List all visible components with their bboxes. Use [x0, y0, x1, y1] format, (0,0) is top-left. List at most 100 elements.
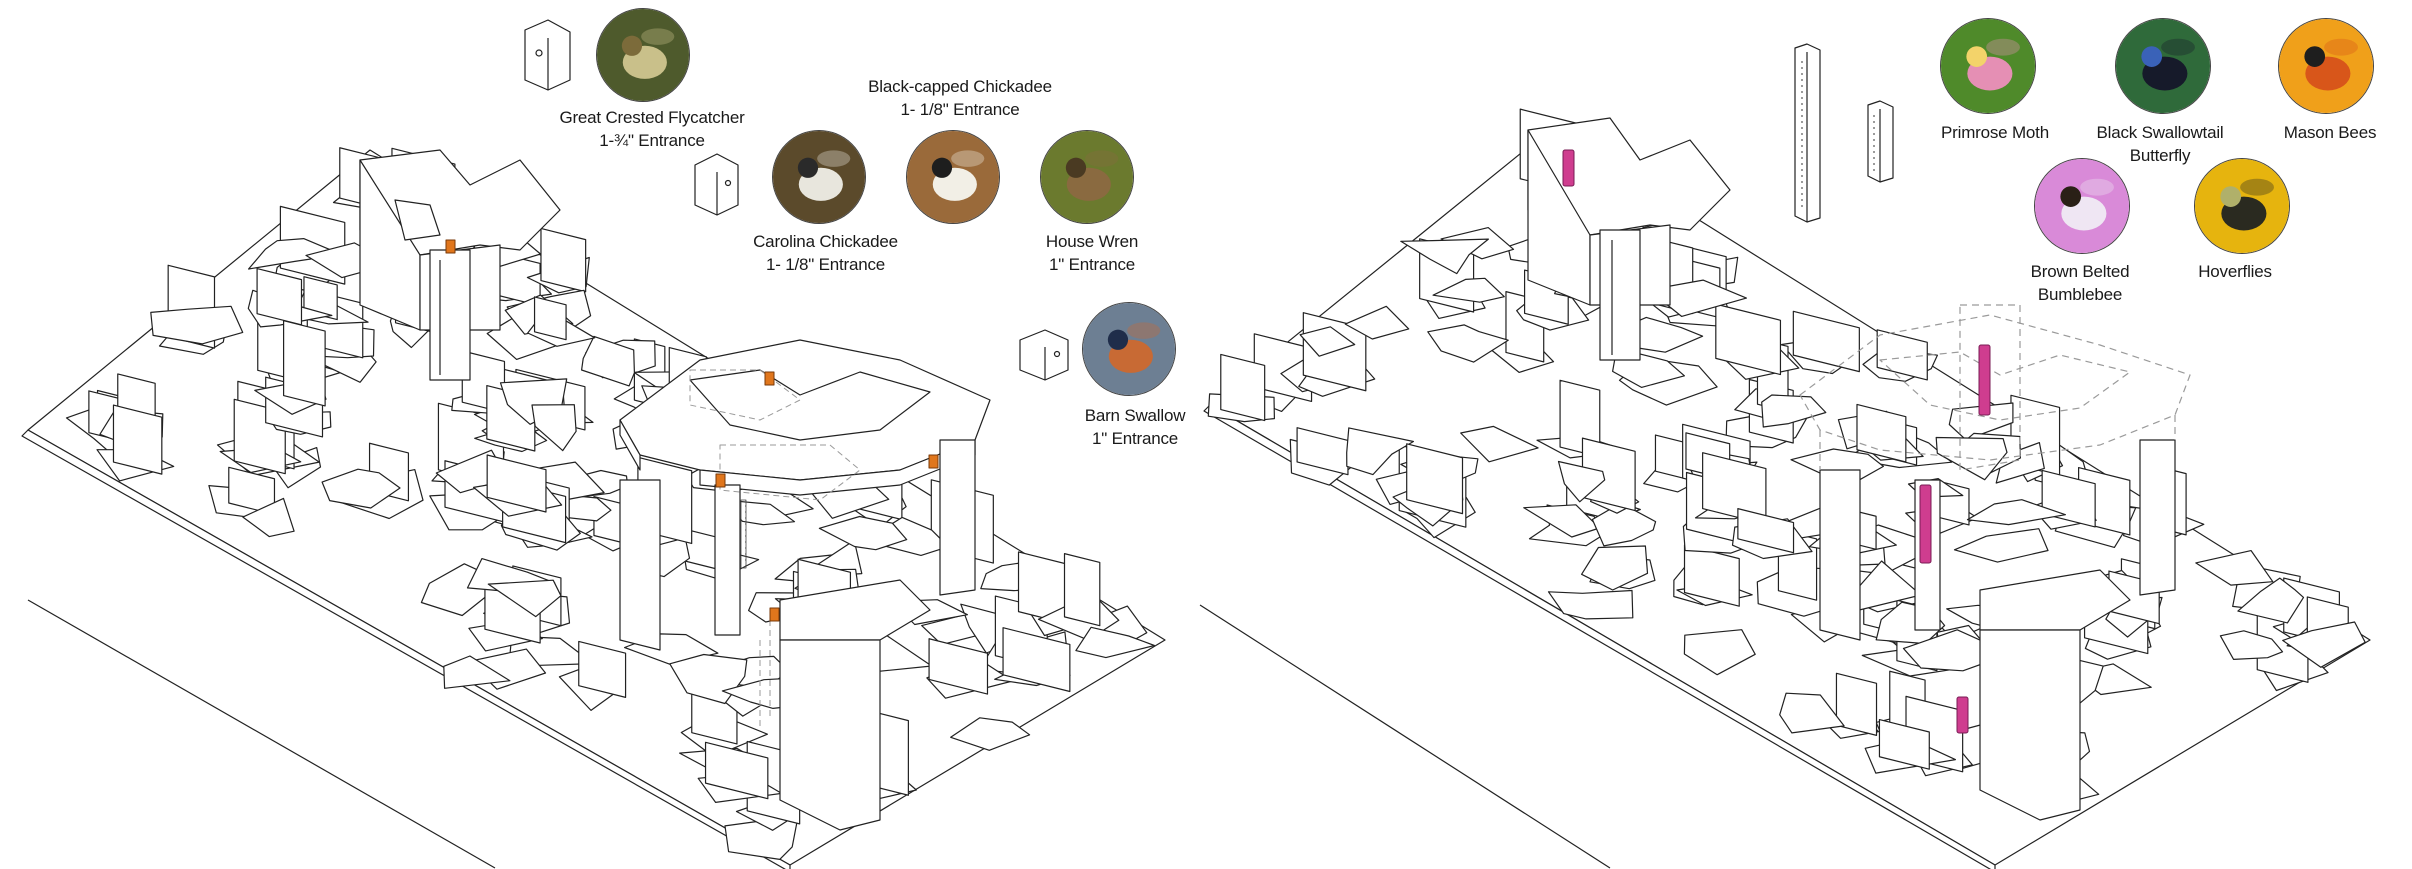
bird-label-carolina-chickadee: Carolina Chickadee 1- 1/8" Entrance	[738, 230, 913, 276]
terrain-fragment	[487, 579, 562, 618]
terrain-wall	[1296, 427, 1349, 476]
terrain-wall	[1856, 403, 1907, 463]
terrain-fragment	[1299, 326, 1356, 357]
bird-entrance: 1" Entrance	[1048, 255, 1136, 274]
pollinator-tubes	[1562, 149, 1991, 734]
nest-box-chickadee	[694, 153, 739, 216]
pollinator-tube	[1956, 696, 1969, 734]
terrain-wall	[303, 276, 338, 321]
hoverfly-photo	[2194, 158, 2290, 254]
black-capped-chickadee-photo	[906, 130, 1000, 224]
terrain-wall	[704, 741, 769, 800]
nest-marker	[769, 607, 780, 622]
terrain-wall	[1878, 718, 1930, 770]
terrain-wall	[540, 227, 587, 293]
carolina-chickadee-photo	[772, 130, 866, 224]
terrain-fragment	[531, 404, 577, 452]
pollinator-subname: Bumblebee	[2037, 285, 2123, 304]
terrain-wall	[1715, 303, 1782, 376]
terrain-fragment	[248, 238, 342, 270]
terrain-fragment	[1346, 427, 1415, 476]
bird-name: House Wren	[1045, 232, 1139, 251]
bird-entrance: 1- 1/8" Entrance	[900, 100, 1020, 119]
pollinator-name: Primrose Moth	[1941, 123, 2049, 142]
site-edge-line	[27, 599, 496, 869]
nest-box-flycatcher	[524, 19, 571, 91]
terrain-fragment	[950, 717, 1031, 751]
pollinator-name: Black Swallowtail	[2096, 123, 2224, 142]
pollinator-name: Hoverflies	[2198, 262, 2272, 281]
nest-marker	[715, 473, 726, 488]
terrain-wall	[578, 640, 627, 698]
pollinator-tube	[1562, 149, 1575, 187]
terrain-wall	[1876, 329, 1928, 381]
bird-name: Black-capped Chickadee	[868, 77, 1052, 96]
ghost-canopy	[1799, 304, 2191, 471]
terrain-fragment	[1761, 394, 1827, 428]
bird-habitat-axonometric	[21, 19, 1166, 869]
terrain-wall	[486, 454, 547, 513]
terrain-fragment	[1400, 238, 1490, 275]
terrain-wall	[282, 320, 326, 407]
terrain-fragment	[2282, 621, 2366, 668]
terrain-fragment	[1580, 545, 1649, 591]
pollinator-habitat-axonometric	[1199, 43, 2371, 869]
bird-entrance: 1- 1/8" Entrance	[765, 255, 886, 274]
house-wren-photo	[1040, 130, 1134, 224]
bird-name: Carolina Chickadee	[753, 232, 898, 251]
terrain-wall	[1220, 353, 1266, 422]
barn-swallow-photo	[1082, 302, 1176, 396]
terrain-fragment	[1427, 324, 1509, 363]
pollinator-tube	[1919, 484, 1932, 564]
bird-label-black-capped-chickadee: Black-capped Chickadee 1- 1/8" Entrance	[860, 75, 1060, 121]
perch-rod	[740, 499, 747, 569]
bird-name: Barn Swallow	[1084, 406, 1186, 425]
primrose-moth-photo	[1940, 18, 2036, 114]
pollinator-label-mason-bees: Mason Bees	[2270, 121, 2390, 144]
terrain-wall	[1683, 544, 1740, 607]
terrain-fragment	[2195, 549, 2274, 586]
terrain-fragment	[1683, 629, 1756, 676]
pollinator-name: Brown Belted	[2030, 262, 2130, 281]
bee-post-short	[1867, 100, 1894, 183]
right-tower	[1527, 117, 1731, 361]
pollinator-label-black-swallowtail: Black Swallowtail Butterfly	[2085, 121, 2235, 167]
flycatcher-photo	[596, 8, 690, 102]
terrain-fragment	[1432, 277, 1505, 303]
terrain-fragment	[1523, 504, 1601, 538]
bee-post-tall	[1794, 43, 1821, 223]
terrain-wall	[533, 296, 567, 341]
pollinator-label-hoverflies: Hoverflies	[2175, 260, 2295, 283]
terrain-fragment	[818, 515, 908, 551]
terrain-wall	[1063, 553, 1101, 627]
left-tower	[359, 149, 561, 381]
pollinator-tube	[1978, 344, 1991, 416]
terrain-fragment	[1344, 305, 1410, 340]
nest-box-swallow	[1019, 329, 1069, 381]
terrain-fragment	[150, 305, 244, 345]
pollinator-label-primrose-moth: Primrose Moth	[1925, 121, 2065, 144]
nest-marker	[928, 454, 939, 469]
bumblebee-photo	[2034, 158, 2130, 254]
pollinator-name: Mason Bees	[2283, 123, 2377, 142]
black-swallowtail-photo	[2115, 18, 2211, 114]
bird-name: Great Crested Flycatcher	[559, 108, 745, 127]
pollinator-subname: Butterfly	[2129, 146, 2191, 165]
terrain-fragment	[1460, 425, 1539, 463]
nest-entrance-markers	[445, 239, 939, 622]
terrain-wall	[1737, 508, 1795, 554]
terrain-fragment	[1779, 692, 1845, 734]
terrain-fragment	[2237, 577, 2305, 624]
bird-label-flycatcher: Great Crested Flycatcher 1-¾" Entrance	[552, 106, 752, 152]
ghost-nest-volumes	[689, 369, 861, 730]
terrain-fragment	[580, 335, 636, 387]
terrain-wall	[1002, 627, 1071, 693]
bird-label-barn-swallow: Barn Swallow 1" Entrance	[1075, 404, 1195, 450]
terrain-fragment	[1591, 502, 1657, 547]
site-slab-outline	[1209, 127, 2371, 866]
terrain-fragment	[1966, 499, 2066, 526]
terrain-fragment	[1547, 589, 1634, 620]
terrain-fragment	[1557, 460, 1606, 503]
terrain-wall	[112, 404, 163, 475]
terrain-fragment	[242, 497, 295, 538]
